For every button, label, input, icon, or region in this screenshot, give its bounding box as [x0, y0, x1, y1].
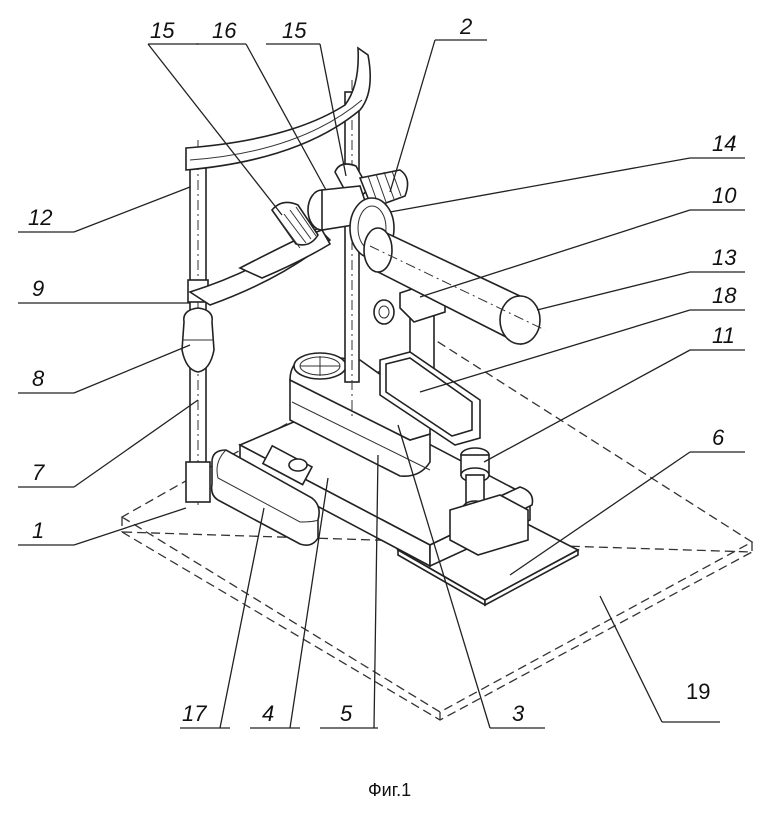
- label-8: 8: [32, 366, 45, 391]
- label-19: 19: [686, 679, 710, 704]
- label-15a: 15: [150, 18, 175, 43]
- joystick-17: [212, 446, 320, 545]
- label-17: 17: [182, 701, 207, 726]
- label-18: 18: [712, 283, 737, 308]
- sleeve-8: [182, 308, 214, 372]
- label-3: 3: [512, 701, 525, 726]
- label-2: 2: [459, 14, 472, 39]
- label-12: 12: [28, 205, 52, 230]
- figure-caption: Фиг.1: [368, 780, 411, 800]
- cylinder-18: [294, 353, 346, 379]
- label-11: 11: [712, 323, 735, 348]
- label-6: 6: [712, 425, 725, 450]
- headrest-12: [186, 48, 370, 170]
- label-5: 5: [340, 701, 353, 726]
- label-7: 7: [32, 460, 45, 485]
- label-10: 10: [712, 183, 737, 208]
- label-13: 13: [712, 245, 737, 270]
- label-4: 4: [262, 701, 274, 726]
- label-9: 9: [32, 276, 44, 301]
- label-15b: 15: [282, 18, 307, 43]
- label-14: 14: [712, 131, 736, 156]
- label-16: 16: [212, 18, 237, 43]
- label-1: 1: [32, 518, 44, 543]
